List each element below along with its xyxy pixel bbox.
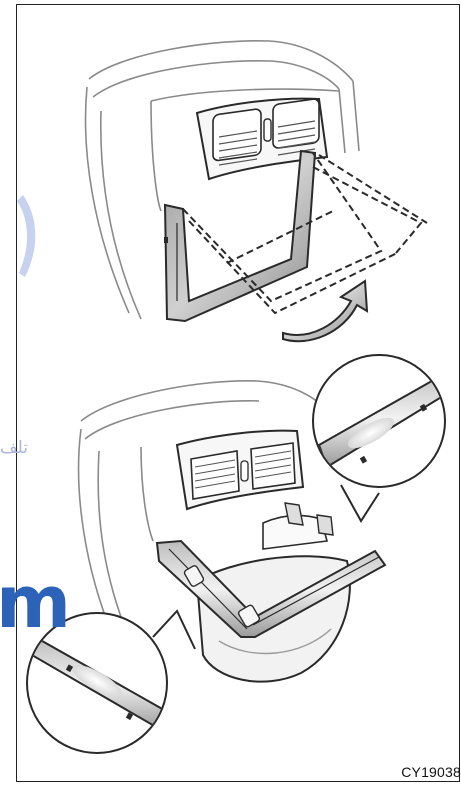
cup-holder-closed [164,151,315,321]
magnifier-bottom-left [25,611,195,753]
figure-frame [16,4,460,782]
figure-code: CY19038 [401,764,461,780]
bottom-illustration [25,355,460,753]
diagram-art [17,5,460,782]
vent-panel-bottom [177,431,303,509]
console-body-top [86,41,359,319]
top-illustration [86,41,427,341]
magnifier-top-right [313,355,460,521]
cup-holder-open [157,503,385,682]
